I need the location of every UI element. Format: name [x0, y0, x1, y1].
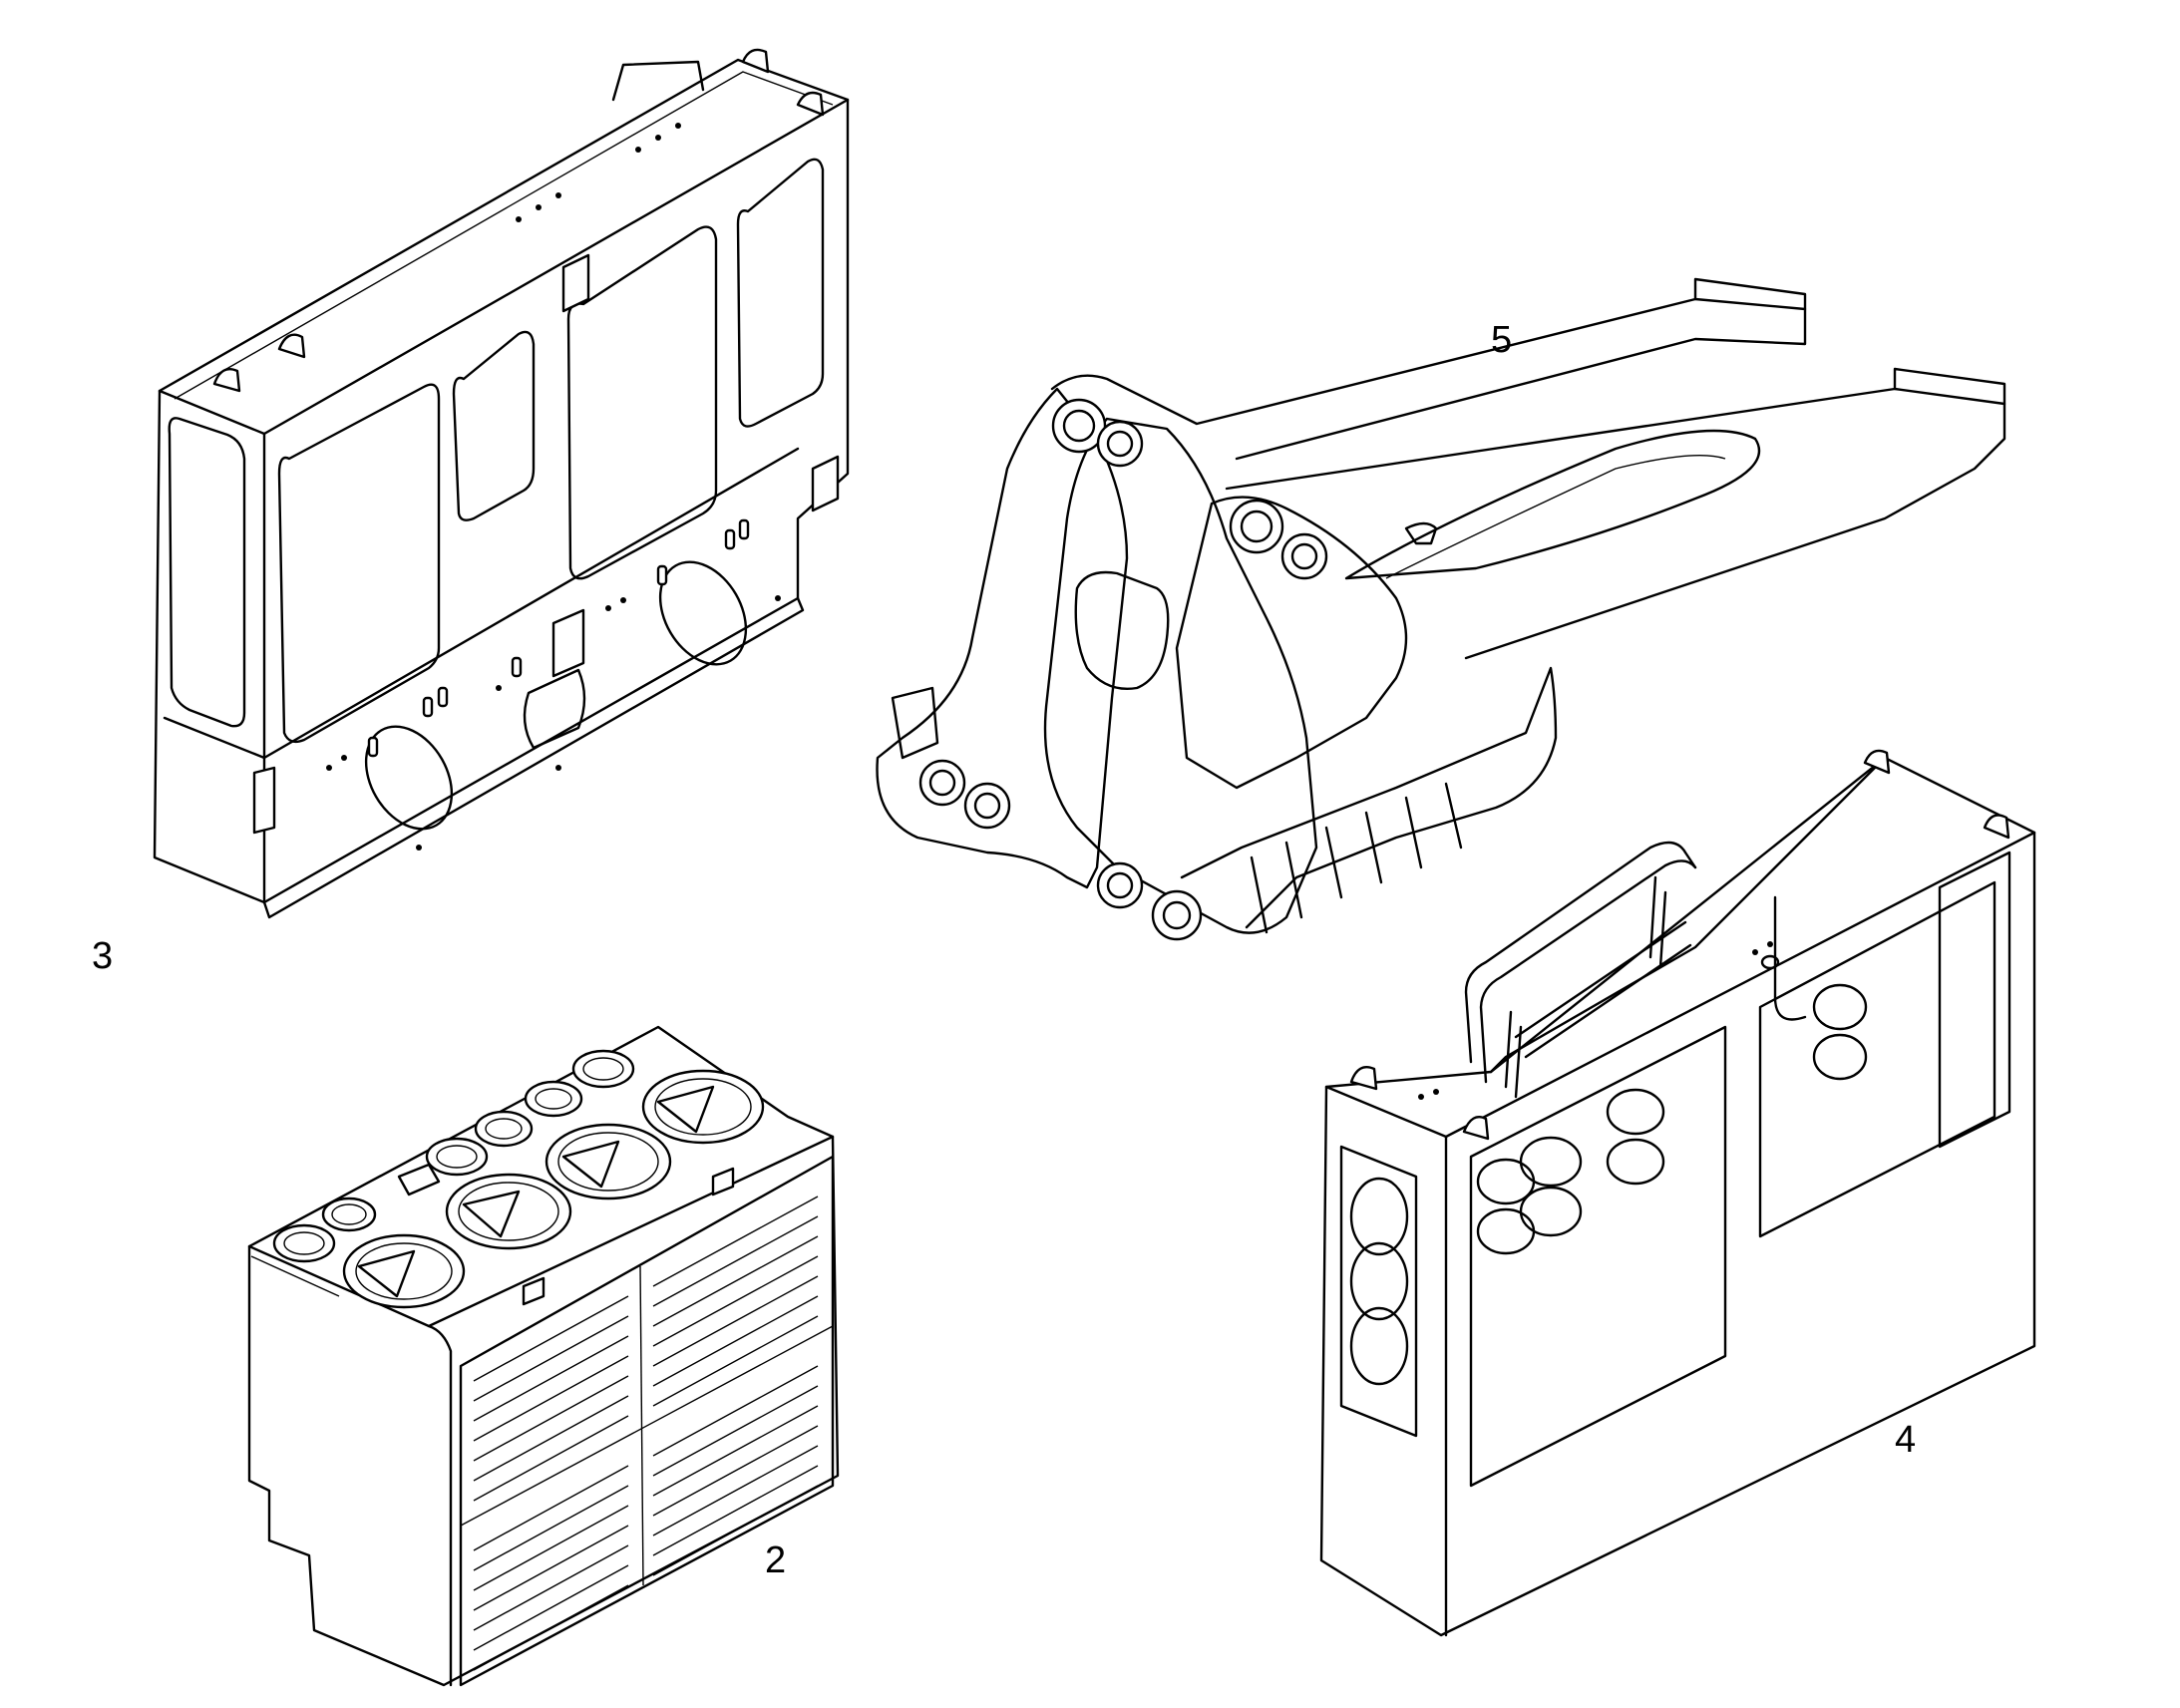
callout-label-5: 5 — [1491, 319, 1513, 361]
callout-label-2: 2 — [765, 1539, 787, 1581]
callout-label-4: 4 — [1895, 1419, 1917, 1461]
callout-label-3: 3 — [92, 935, 114, 977]
